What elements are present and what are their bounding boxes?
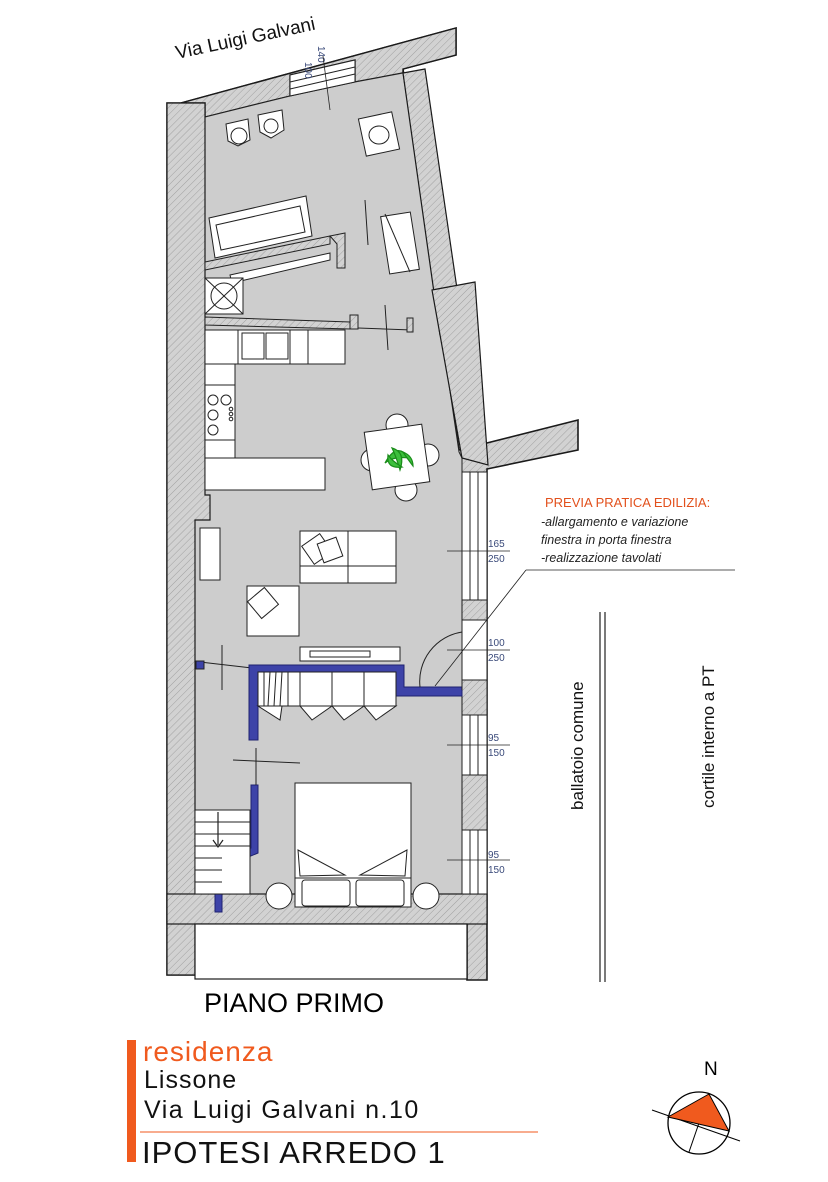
courtyard-label: cortile interno a PT	[699, 665, 718, 808]
opening-1-top: 165	[488, 539, 505, 550]
north-label: N	[704, 1059, 718, 1080]
street-label: Via Luigi Galvani	[174, 14, 318, 64]
note-line-2: finestra in porta finestra	[541, 533, 672, 547]
floor-title: PIANO PRIMO	[204, 988, 384, 1018]
laundry	[204, 277, 414, 351]
kitchen	[204, 329, 346, 491]
title-accent-bar	[127, 1040, 136, 1162]
right-windows	[461, 471, 488, 895]
balcony-rail	[599, 612, 606, 982]
dining-table	[360, 413, 440, 502]
note-title: PREVIA PRATICA EDILIZIA:	[545, 495, 710, 510]
project-address: Via Luigi Galvani n.10	[144, 1096, 420, 1124]
opening-1-bottom: 250	[488, 554, 505, 565]
note-line-1: -allargamento e variazione	[541, 515, 688, 529]
bathroom	[204, 109, 420, 284]
street-window-dim-b: 140	[315, 46, 326, 63]
project-type: residenza	[143, 1036, 273, 1067]
note-leader	[434, 569, 735, 687]
entry-door	[419, 631, 463, 690]
project-subtitle: IPOTESI ARREDO 1	[142, 1135, 446, 1170]
north-arrow-icon	[651, 1091, 741, 1155]
living-area	[195, 527, 401, 690]
balcony-label: ballatoio comune	[568, 681, 587, 810]
opening-2-bottom: 250	[488, 653, 505, 664]
opening-3-top: 95	[488, 733, 500, 744]
opening-2-top: 100	[488, 638, 505, 649]
opening-4-bottom: 150	[488, 865, 505, 876]
street-window	[289, 59, 356, 97]
opening-3-bottom: 150	[488, 748, 505, 759]
opening-4-top: 95	[488, 850, 500, 861]
project-city: Lissone	[144, 1066, 237, 1094]
wardrobe	[256, 671, 398, 721]
street-window-dim-a: 100	[302, 62, 313, 79]
staircase	[194, 809, 251, 895]
note-line-3: -realizzazione tavolati	[541, 551, 662, 565]
bedroom	[232, 748, 440, 910]
